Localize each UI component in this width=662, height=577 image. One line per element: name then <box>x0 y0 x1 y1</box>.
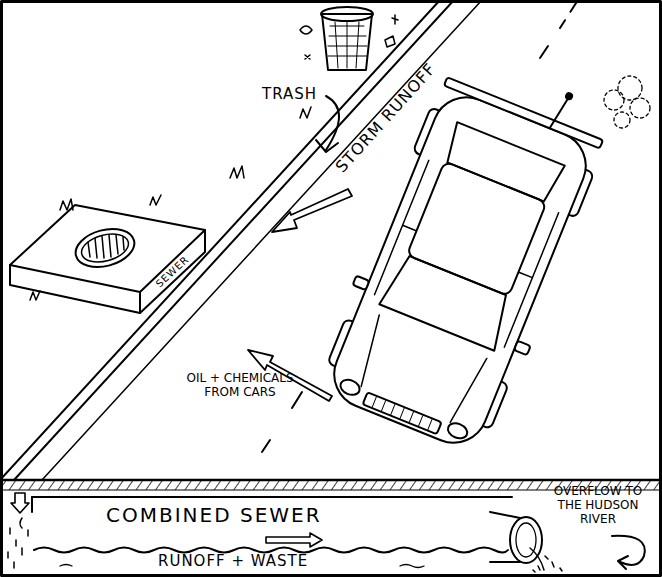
pipe-wall <box>32 496 512 498</box>
falling-water <box>8 518 28 568</box>
overflow-label: OVERFLOW TO THE HUDSON RIVER <box>546 485 650 526</box>
flow-arrow <box>266 533 322 547</box>
inflow-arrow <box>11 493 29 513</box>
pipe-label: COMBINED SEWER <box>106 504 322 527</box>
ground-line <box>0 479 662 482</box>
center-line <box>292 392 302 408</box>
center-line <box>540 46 548 58</box>
river-arrow-head <box>618 556 628 569</box>
car <box>311 45 624 458</box>
river-arrow <box>612 536 645 565</box>
trash-arrow <box>326 96 339 150</box>
exhaust-puff <box>604 76 650 128</box>
trash-arrow-head <box>316 140 338 152</box>
sewer-pipe-band: COMBINED SEWER RUNOFF + WASTE <box>34 498 504 575</box>
sewer-inlet <box>10 205 205 313</box>
trash-label: TRASH <box>262 86 317 103</box>
pipe-wall <box>31 497 33 512</box>
center-line <box>560 0 578 28</box>
sewer-label: SEWER <box>153 254 191 290</box>
grass-tufts <box>30 107 311 300</box>
overflow-outlet <box>490 512 562 572</box>
trash-can <box>300 7 398 70</box>
flow-label: RUNOFF + WASTE <box>158 553 308 570</box>
runoff-arrow <box>272 189 352 232</box>
water-surface <box>34 548 508 553</box>
center-line <box>262 440 270 452</box>
oil-label: OIL + CHEMICALS FROM CARS <box>186 372 294 400</box>
